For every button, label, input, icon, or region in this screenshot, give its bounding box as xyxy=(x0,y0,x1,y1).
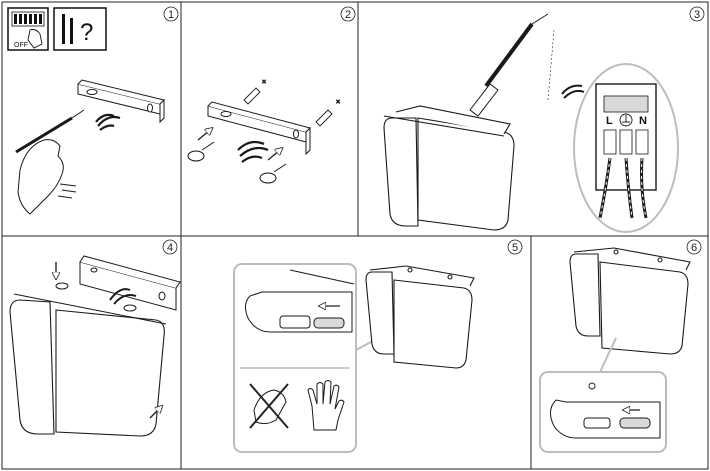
svg-text:3: 3 xyxy=(694,9,700,21)
terminal-callout: L N xyxy=(573,63,679,233)
wall-lamp xyxy=(383,105,515,231)
step-number-1: 1 xyxy=(163,6,179,22)
screwdriver-icon xyxy=(469,13,549,117)
question-mark: ? xyxy=(80,19,93,46)
wall-lamp xyxy=(9,293,167,437)
screw-icon xyxy=(55,282,137,312)
step-number-3: 3 xyxy=(689,6,705,22)
terminal-live-label: L xyxy=(606,115,613,127)
cable-wires xyxy=(237,140,269,163)
terminal-neutral-label: N xyxy=(639,115,647,127)
mounting-bracket xyxy=(77,79,165,124)
cable-wires xyxy=(109,288,137,305)
breaker-switch-icon: OFF xyxy=(7,7,49,51)
panel-step-3: 3 L N xyxy=(383,6,705,233)
arrow-icon xyxy=(56,262,160,419)
svg-text:4: 4 xyxy=(167,242,173,254)
wall-lamp xyxy=(569,247,691,355)
screwdriver-icon xyxy=(15,109,85,154)
svg-text:×: × xyxy=(336,99,340,106)
panel-step-6: 6 xyxy=(539,239,702,453)
panel-step-2: 2 × × xyxy=(187,6,356,184)
svg-text:5: 5 xyxy=(512,242,518,254)
svg-text:2: 2 xyxy=(345,9,351,21)
earth-icon xyxy=(619,113,633,127)
screw-question-icon: ? xyxy=(53,7,107,51)
arrow-icon xyxy=(197,130,280,161)
step-number-6: 6 xyxy=(686,239,702,255)
crossout-icon xyxy=(249,383,289,429)
step-number-5: 5 xyxy=(507,239,523,255)
hand-icon xyxy=(17,139,77,215)
cable-wires xyxy=(95,113,121,131)
screw-icon xyxy=(187,141,287,184)
lamp-callout xyxy=(233,263,387,453)
panel-step-4: 4 xyxy=(9,239,181,437)
wall-lamp xyxy=(365,265,475,369)
wall-plug-icon: × × xyxy=(243,79,341,127)
mounting-bracket xyxy=(79,255,181,311)
svg-text:1: 1 xyxy=(168,9,174,21)
mounting-bracket xyxy=(207,101,311,156)
lamp-callout xyxy=(539,337,667,453)
off-label: OFF xyxy=(14,42,28,49)
step-number-2: 2 xyxy=(340,6,356,22)
glove-icon xyxy=(307,380,345,431)
step-number-4: 4 xyxy=(162,239,178,255)
panel-step-1: 1 OFF ? xyxy=(7,6,179,215)
panel-step-5: 5 xyxy=(233,239,523,453)
svg-text:×: × xyxy=(262,79,266,86)
svg-text:6: 6 xyxy=(691,242,697,254)
